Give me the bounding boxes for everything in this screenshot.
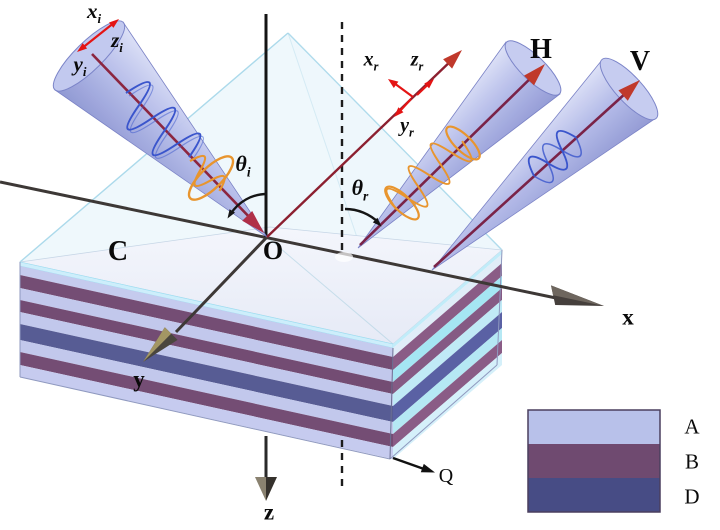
layer-stripe	[20, 352, 393, 447]
layer-stripe	[393, 263, 502, 370]
layer-stripe	[393, 328, 502, 434]
layer-stripe	[20, 312, 393, 406]
axes	[0, 14, 604, 501]
layer-stripe	[20, 266, 393, 357]
v-beam	[431, 57, 659, 271]
incident-beam-cap	[52, 20, 126, 92]
multilayer-slab	[19, 226, 503, 460]
slab-front-face	[19, 261, 394, 459]
q-arrow-line	[392, 456, 425, 471]
legend	[527, 409, 661, 513]
glass-edge-right	[393, 250, 502, 348]
reflected-frame-arrows	[388, 79, 434, 117]
legend-swatch-b	[528, 444, 660, 478]
h-beam-orange-wave	[384, 125, 481, 221]
label-yr: yr	[400, 114, 414, 140]
legend-border	[527, 409, 661, 513]
v-beam-helix-wave	[527, 129, 582, 184]
incident-beam	[52, 20, 268, 238]
label-origin: O	[262, 236, 284, 265]
q-arrow-head	[420, 463, 435, 473]
legend-label-b: B	[684, 449, 700, 474]
label-z-axis: z	[263, 499, 275, 525]
specular-ray	[77, 19, 462, 262]
layer-stripe	[393, 340, 502, 447]
y-axis-arrow-cone	[143, 327, 178, 362]
legend-label-d: D	[684, 484, 700, 509]
layer-stripe	[20, 300, 393, 394]
label-cover-layer: C	[107, 236, 129, 267]
x-axis-line	[0, 180, 557, 300]
angle-arcs	[227, 192, 382, 227]
h-beam-cap	[504, 40, 562, 96]
h-beam-arrowhead	[524, 64, 545, 86]
zr-arrow	[416, 83, 429, 96]
xi-yi-arrow	[80, 21, 116, 50]
label-xi: xi	[86, 0, 102, 27]
layer-stripe	[20, 288, 393, 382]
label-theta-r: θr	[351, 174, 369, 204]
z-axis-arrow-cone	[266, 477, 277, 501]
incident-frame-arrows	[77, 19, 119, 52]
layer-stripe	[393, 300, 502, 406]
label-zi: zi	[111, 27, 123, 56]
reflection-glow	[335, 252, 353, 262]
theta-r-arc-arrowhead	[372, 217, 382, 227]
label-zr: zr	[410, 48, 424, 74]
top-face-diagonal	[266, 236, 394, 345]
theta-i-arc-arrowhead	[227, 209, 235, 219]
y-axis-arrow-highlight	[143, 327, 172, 362]
slab-edges	[19, 249, 503, 460]
label-theta-i: θi	[235, 150, 251, 180]
v-beam-axis	[433, 91, 628, 268]
label-y-axis: y	[133, 366, 145, 392]
pyramid-edge	[287, 32, 503, 251]
x-axis-arrow-highlight	[551, 285, 604, 306]
specular-ray-arrowhead	[443, 50, 462, 69]
label-v-beam: V	[629, 46, 651, 77]
label-xr: xr	[363, 48, 379, 74]
incident-beam-arrowhead	[242, 211, 264, 233]
layer-stripe	[20, 340, 393, 434]
label-q: Q	[438, 465, 454, 487]
layer-stripe	[20, 365, 393, 459]
incident-orange-wave	[187, 154, 235, 201]
z-axis-arrow-cone	[255, 477, 266, 501]
layer-stripe	[393, 276, 502, 382]
h-beam	[357, 40, 562, 249]
incident-beam-axis	[91, 53, 257, 225]
xr-arrow	[393, 82, 414, 98]
h-beam-axis	[359, 69, 540, 246]
layer-stripe	[393, 288, 502, 394]
legend-swatch-a	[528, 410, 660, 444]
label-x-axis: x	[622, 304, 634, 330]
v-beam-arrowhead	[618, 80, 640, 101]
layer-stripe	[393, 312, 502, 422]
layer-stripe	[20, 324, 393, 422]
legend-swatch-d	[528, 478, 660, 512]
layer-stripe	[20, 275, 393, 370]
legend-label-a: A	[684, 414, 700, 439]
label-yi: yi	[73, 51, 87, 80]
label-h-beam: H	[530, 34, 552, 65]
y-axis-line	[174, 235, 269, 334]
incident-blue-wave	[125, 81, 204, 161]
specular-ray-line	[266, 56, 456, 238]
